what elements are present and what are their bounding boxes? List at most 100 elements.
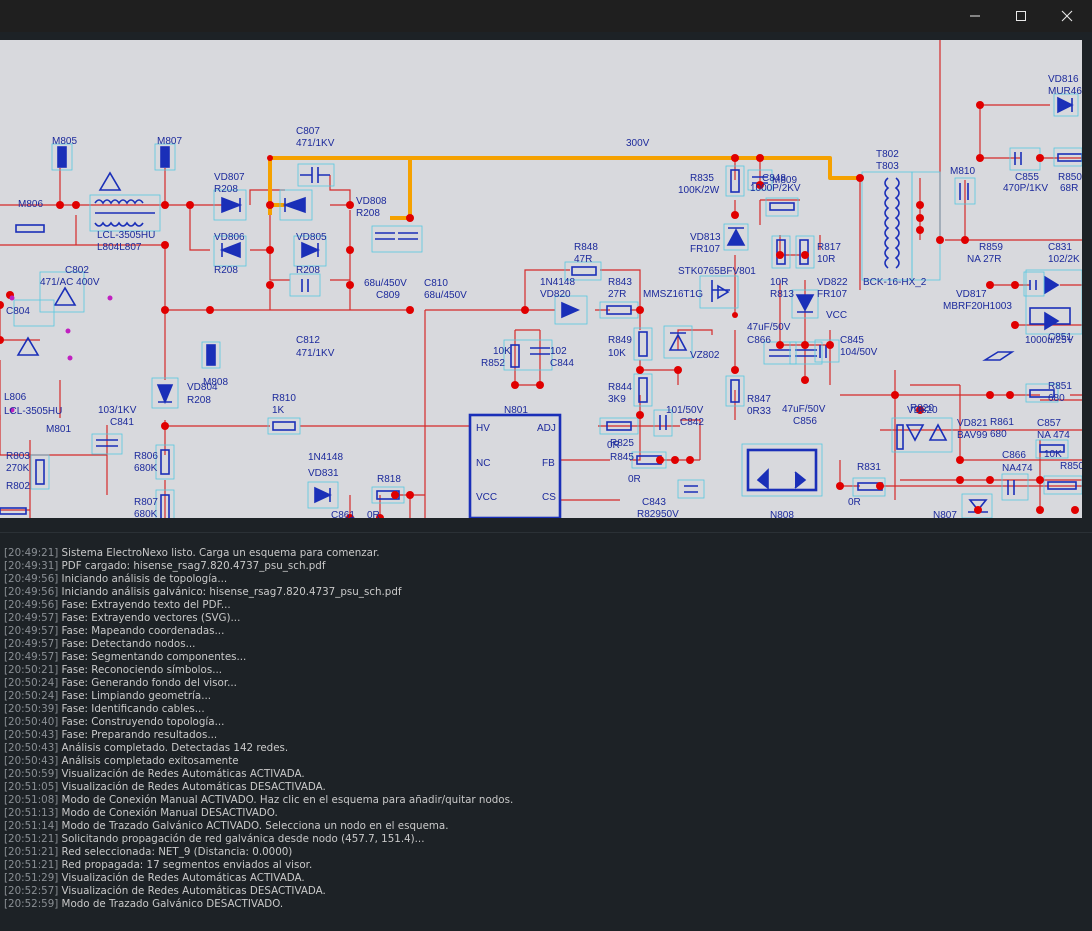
log-line: [20:51:21] Solicitando propagación de re…	[4, 833, 1084, 846]
schematic-label: R847	[747, 394, 771, 405]
schematic-label: L804L807	[97, 242, 142, 253]
log-timestamp: [20:51:13]	[4, 807, 59, 819]
log-line: [20:50:21] Fase: Reconociendo símbolos..…	[4, 664, 1084, 677]
schematic-label: M808	[203, 377, 228, 388]
schematic-label: R803	[6, 451, 30, 462]
log-line: [20:49:57] Fase: Detectando nodos...	[4, 638, 1084, 651]
schematic-label: VD807	[214, 172, 245, 183]
close-button[interactable]	[1044, 0, 1090, 32]
viewer-scrollbar[interactable]	[1082, 40, 1092, 518]
schematic-label: 102	[550, 346, 567, 357]
log-timestamp: [20:49:56]	[4, 586, 59, 598]
log-timestamp: [20:49:57]	[4, 625, 59, 637]
schematic-label: C848	[762, 173, 786, 184]
log-line: [20:51:14] Modo de Trazado Galvánico ACT…	[4, 820, 1084, 833]
log-line: [20:50:43] Análisis completado. Detectad…	[4, 742, 1084, 755]
schematic-label: N807	[933, 510, 957, 518]
log-console: [20:49:21] Sistema ElectroNexo listo. Ca…	[4, 547, 1084, 917]
log-message: Fase: Preparando resultados...	[58, 729, 218, 741]
log-message: Red propagada: 17 segmentos enviados al …	[58, 859, 313, 871]
schematic-label: MBRF20H1003	[943, 301, 1012, 312]
log-line: [20:49:57] Fase: Mapeando coordenadas...	[4, 625, 1084, 638]
schematic-label: CS	[542, 492, 556, 503]
schematic-label: NA 27R	[967, 254, 1001, 265]
schematic-label: C851	[1048, 332, 1072, 343]
schematic-label: 10K	[608, 348, 626, 359]
schematic-label: T803	[876, 161, 899, 172]
schematic-label: 10K	[493, 346, 511, 357]
schematic-label: R829	[637, 509, 661, 518]
schematic-label: 0R	[628, 474, 641, 485]
log-message: Visualización de Redes Automáticas DESAC…	[58, 781, 326, 793]
log-timestamp: [20:52:57]	[4, 885, 59, 897]
schematic-label: 1000P/2KV	[750, 183, 801, 194]
log-message: Visualización de Redes Automáticas ACTIV…	[58, 768, 305, 780]
log-message: Fase: Limpiando geometría...	[58, 690, 212, 702]
schematic-label: 0R	[367, 510, 380, 518]
schematic-label: 0R	[607, 440, 620, 451]
schematic-label: R861	[990, 417, 1014, 428]
log-message: Modo de Trazado Galvánico DESACTIVADO.	[58, 898, 284, 910]
log-message: Fase: Detectando nodos...	[58, 638, 196, 650]
log-message: Fase: Identificando cables...	[58, 703, 205, 715]
log-message: Sistema ElectroNexo listo. Carga un esqu…	[58, 547, 380, 559]
schematic-label: 10K	[1044, 449, 1062, 460]
schematic-label: R835	[690, 173, 714, 184]
schematic-label: C843	[642, 497, 666, 508]
schematic-label: 1N4148	[540, 277, 575, 288]
log-line: [20:51:21] Red propagada: 17 segmentos e…	[4, 859, 1084, 872]
schematic-label: VCC	[826, 310, 847, 321]
schematic-label: 68u/450V	[364, 278, 407, 289]
schematic-label: 3K9	[608, 394, 626, 405]
schematic-label: C807	[296, 126, 320, 137]
log-timestamp: [20:50:43]	[4, 729, 59, 741]
schematic-label: MUR460	[1048, 86, 1082, 97]
log-message: Fase: Extrayendo texto del PDF...	[58, 599, 231, 611]
schematic-label: NC	[476, 458, 490, 469]
schematic-label: R852	[481, 358, 505, 369]
schematic-canvas[interactable]: M805M807M806LCL-3505HUL804L807C802471/AC…	[0, 40, 1082, 518]
schematic-label: C804	[6, 306, 30, 317]
schematic-label: 27R	[608, 289, 626, 300]
schematic-label: R208	[214, 184, 238, 195]
log-line: [20:50:24] Fase: Limpiando geometría...	[4, 690, 1084, 703]
log-timestamp: [20:51:29]	[4, 872, 59, 884]
schematic-label: R208	[356, 208, 380, 219]
log-message: Visualización de Redes Automáticas DESAC…	[58, 885, 326, 897]
schematic-label: R850	[1058, 172, 1082, 183]
log-line: [20:51:05] Visualización de Redes Automá…	[4, 781, 1084, 794]
log-line: [20:49:57] Fase: Extrayendo vectores (SV…	[4, 612, 1084, 625]
log-line: [20:52:57] Visualización de Redes Automá…	[4, 885, 1084, 898]
log-line: [20:49:56] Iniciando análisis galvánico:…	[4, 586, 1084, 599]
schematic-label: R807	[134, 497, 158, 508]
log-timestamp: [20:49:21]	[4, 547, 59, 559]
log-line: [20:51:13] Modo de Conexión Manual DESAC…	[4, 807, 1084, 820]
schematic-label: 68u/450V	[424, 290, 467, 301]
schematic-label: VD817	[956, 289, 987, 300]
schematic-label: R831	[857, 462, 881, 473]
schematic-label: VD816	[1048, 74, 1079, 85]
schematic-label: 0R33	[747, 406, 771, 417]
log-timestamp: [20:51:21]	[4, 833, 59, 845]
schematic-label: 101/50V	[666, 405, 704, 416]
schematic-label: 300V	[626, 138, 650, 149]
log-message: Análisis completado exitosamente	[58, 755, 239, 767]
log-line: [20:49:31] PDF cargado: hisense_rsag7.82…	[4, 560, 1084, 573]
log-line: [20:49:21] Sistema ElectroNexo listo. Ca…	[4, 547, 1084, 560]
log-message: PDF cargado: hisense_rsag7.820.4737_psu_…	[58, 560, 326, 572]
log-line: [20:50:43] Fase: Preparando resultados..…	[4, 729, 1084, 742]
log-timestamp: [20:50:43]	[4, 742, 59, 754]
schematic-label: R208	[187, 395, 211, 406]
title-bar	[0, 0, 1092, 32]
log-message: Visualización de Redes Automáticas ACTIV…	[58, 872, 305, 884]
log-message: Modo de Conexión Manual ACTIVADO. Haz cl…	[58, 794, 514, 806]
minimize-button[interactable]	[952, 0, 998, 32]
log-line: [20:51:21] Red seleccionada: NET_9 (Dist…	[4, 846, 1084, 859]
schematic-label: VD822	[817, 277, 848, 288]
maximize-button[interactable]	[998, 0, 1044, 32]
panel-divider[interactable]	[0, 532, 1092, 533]
schematic-label: 50V	[661, 509, 679, 518]
schematic-label: R208	[214, 265, 238, 276]
